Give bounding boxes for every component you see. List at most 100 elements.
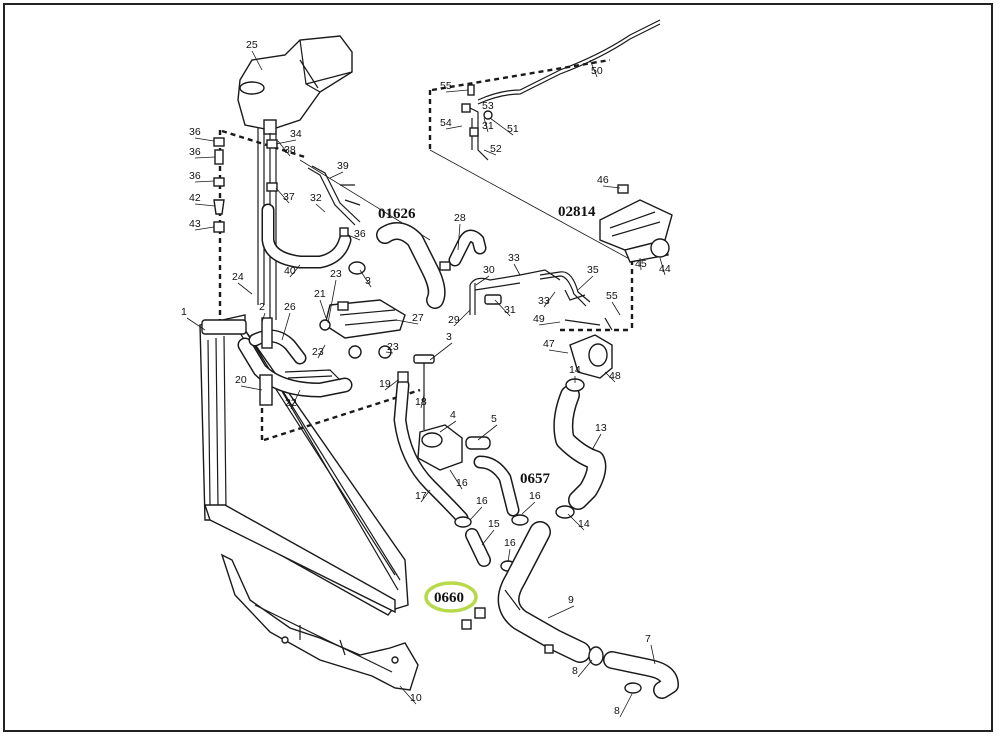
callout-number-23: 23 (387, 341, 399, 353)
callout-number-36: 36 (189, 146, 201, 158)
hose-7 (603, 651, 679, 699)
callout-leader (439, 420, 457, 433)
callout-leader (384, 379, 399, 391)
callout-number-23: 23 (312, 346, 324, 358)
callout-number-36: 36 (189, 126, 201, 138)
outlet-housing-45 (569, 334, 613, 379)
callout-number-33: 33 (508, 252, 520, 264)
callout-leader (317, 344, 326, 359)
water-pump-4 (413, 354, 520, 517)
callout-leader (194, 180, 215, 183)
callout-leader (513, 263, 521, 276)
callout-number-8: 8 (614, 705, 620, 717)
expansion-tank (237, 35, 353, 320)
callout-leader (385, 351, 394, 354)
callout-number-42: 42 (189, 192, 201, 204)
callout-leader (261, 312, 266, 323)
callout-leader (329, 171, 344, 179)
callout-number-37: 37 (283, 191, 295, 203)
bracket-10 (220, 553, 419, 691)
callout-leader (547, 605, 575, 619)
callout-number-31: 31 (504, 304, 516, 316)
callout-leader (577, 659, 593, 678)
callout-number-22: 22 (285, 397, 297, 409)
callout-number-30: 30 (483, 264, 495, 276)
hose-28 (448, 229, 487, 267)
pipe-48 (461, 19, 661, 161)
callout-leader (483, 117, 489, 133)
callout-number-38: 38 (284, 144, 296, 156)
callout-leader (548, 349, 569, 354)
callout-number-17: 17 (415, 490, 427, 502)
callout-leader (281, 312, 291, 341)
callout-leader (429, 342, 453, 361)
callout-leader (290, 389, 301, 410)
callout-leader (319, 299, 327, 319)
callout-number-14: 14 (569, 364, 581, 376)
callout-number-16: 16 (456, 477, 468, 489)
callout-leader (494, 299, 511, 317)
callout-leader (589, 59, 598, 78)
callout-number-20: 20 (235, 374, 247, 386)
callout-leader (602, 185, 621, 189)
callout-number-7: 7 (645, 633, 651, 645)
thermostat-housing (599, 184, 673, 263)
callout-leader (277, 140, 291, 157)
callout-number-16: 16 (476, 495, 488, 507)
callout-number-3: 3 (446, 331, 452, 343)
callout-number-4: 4 (450, 409, 456, 421)
callout-number-3: 3 (365, 275, 371, 287)
callout-number-27: 27 (412, 312, 424, 324)
callout-leader (395, 319, 419, 325)
callout-leader (420, 489, 431, 503)
callout-number-8: 8 (572, 665, 578, 677)
hose-17 (393, 371, 469, 525)
callout-leader (449, 469, 463, 490)
callout-number-24: 24 (232, 271, 244, 283)
callout-leader (275, 139, 297, 145)
callout-leader (420, 394, 425, 409)
callout-number-32: 32 (310, 192, 322, 204)
callout-number-44: 44 (659, 263, 671, 275)
hose-01626 (348, 222, 451, 309)
diagram-frame (3, 3, 993, 732)
callout-number-9: 9 (568, 594, 574, 606)
callout-number-19: 19 (379, 378, 391, 390)
callout-leader (194, 203, 216, 207)
callout-number-28: 28 (454, 212, 466, 224)
callout-number-5: 5 (491, 413, 497, 425)
callout-number-40: 40 (284, 265, 296, 277)
callout-leader (659, 257, 666, 276)
callout-number-55: 55 (606, 290, 618, 302)
callout-number-29: 29 (448, 314, 460, 326)
section-code-0660: 0660 (434, 590, 464, 606)
callout-number-14: 14 (578, 518, 590, 530)
callout-leader (483, 149, 497, 156)
callout-number-25: 25 (246, 39, 258, 51)
callout-number-10: 10 (410, 692, 422, 704)
callout-leader (457, 223, 461, 251)
callout-number-34: 34 (290, 128, 302, 140)
callout-number-54: 54 (440, 117, 452, 129)
hose-13 (553, 378, 607, 519)
hose-15 (454, 514, 529, 572)
callout-leader (186, 317, 206, 331)
callout-leader (359, 269, 372, 288)
callout-number-16: 16 (504, 537, 516, 549)
callout-number-50: 50 (591, 65, 603, 77)
callout-leader (481, 529, 495, 546)
callout-number-36: 36 (189, 170, 201, 182)
callout-leader (507, 548, 511, 563)
callout-leader (251, 50, 263, 71)
callout-leader (194, 137, 215, 142)
plug-0660-parts (461, 607, 486, 630)
callout-number-45: 45 (635, 258, 647, 270)
pipe-32 (539, 271, 613, 331)
callout-number-13: 13 (595, 422, 607, 434)
hose-38 (261, 165, 361, 269)
callout-number-36: 36 (354, 228, 366, 240)
callout-leader (453, 309, 471, 327)
callout-number-39: 39 (337, 160, 349, 172)
callout-leader (650, 644, 656, 665)
